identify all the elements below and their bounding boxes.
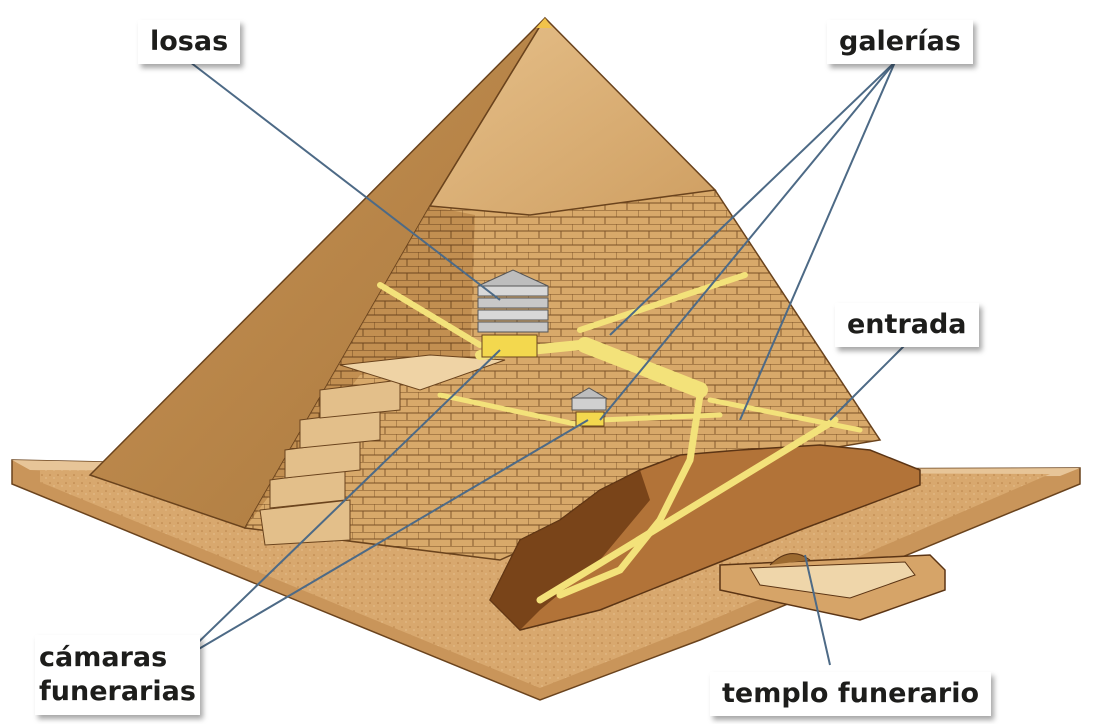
label-camaras-line2: funerarias bbox=[39, 676, 196, 707]
leader-line-templo bbox=[804, 554, 831, 666]
leader-line-camaras-1 bbox=[179, 349, 501, 661]
label-templo-text: templo funerario bbox=[722, 678, 980, 709]
stepped-section bbox=[259, 354, 506, 546]
label-galerias: galerías bbox=[827, 20, 973, 64]
label-camaras-funerarias: cámaras funerarias bbox=[35, 635, 200, 715]
relieving-slabs bbox=[477, 269, 608, 411]
label-camaras-line1: cámaras bbox=[39, 642, 168, 673]
leader-line-losas bbox=[189, 61, 501, 301]
pyramidion bbox=[536, 18, 552, 28]
leader-line-camaras-2 bbox=[179, 419, 589, 661]
leader-lines bbox=[179, 61, 906, 666]
pyramid-capstone bbox=[428, 16, 717, 216]
label-galerias-text: galerías bbox=[839, 26, 961, 57]
leader-line-entrada bbox=[829, 344, 906, 421]
leader-line-galerias-1 bbox=[609, 61, 896, 336]
label-losas: losas bbox=[138, 20, 241, 64]
leader-line-galerias-3 bbox=[739, 61, 896, 421]
label-losas-text: losas bbox=[150, 26, 229, 57]
leader-line-galerias-2 bbox=[599, 61, 896, 421]
kings-chamber bbox=[481, 334, 538, 358]
label-entrada-text: entrada bbox=[847, 309, 967, 340]
label-entrada: entrada bbox=[835, 303, 979, 347]
bedrock-dark bbox=[490, 470, 650, 630]
mortuary-temple bbox=[719, 553, 946, 621]
label-templo-funerario: templo funerario bbox=[710, 672, 992, 716]
